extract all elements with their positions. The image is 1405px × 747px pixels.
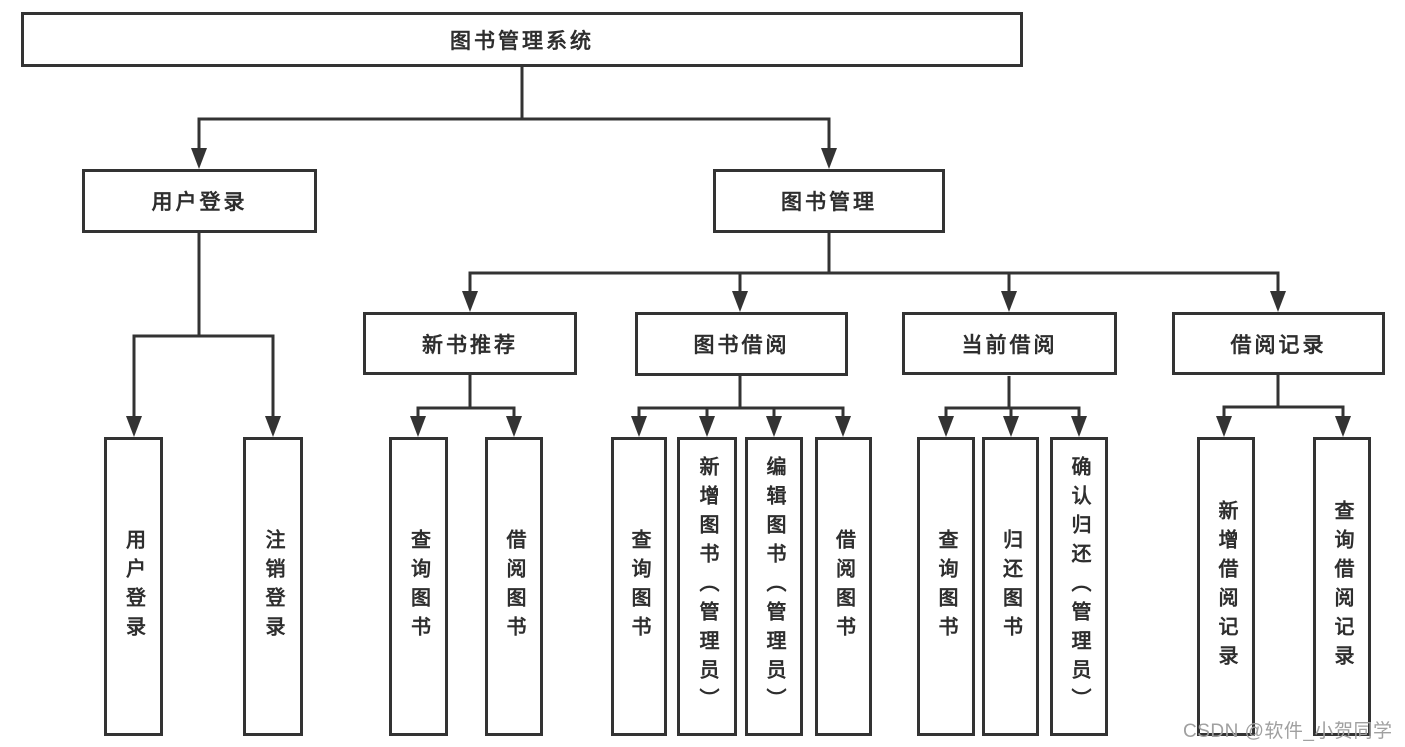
leaf-query-books-current: 查询图书 (917, 437, 975, 736)
leaf-query-borrow-record: 查询借阅记录 (1313, 437, 1371, 736)
node-book-borrowing: 图书借阅 (635, 312, 848, 376)
node-library-management-system: 图书管理系统 (21, 12, 1023, 67)
leaf-return-books: 归还图书 (982, 437, 1039, 736)
leaf-add-books-admin: 新增图书（管理员） (677, 437, 737, 736)
leaf-add-borrow-record: 新增借阅记录 (1197, 437, 1255, 736)
node-label: 新书推荐 (422, 333, 518, 357)
node-label: 查询图书 (935, 528, 957, 645)
leaf-borrow-books: 借阅图书 (815, 437, 872, 736)
node-label: 借阅图书 (503, 528, 525, 645)
node-label: 注销登录 (262, 528, 284, 645)
node-label: 查询图书 (628, 528, 650, 645)
node-label: 当前借阅 (961, 333, 1058, 357)
node-label: 查询图书 (407, 528, 430, 645)
node-label: 查询借阅记录 (1331, 499, 1353, 674)
csdn-watermark: CSDN @软件_小贺同学 (1183, 721, 1393, 742)
leaf-confirm-return-admin: 确认归还（管理员） (1050, 437, 1108, 736)
node-label: 借阅记录 (1230, 333, 1327, 357)
node-label: 借阅图书 (832, 528, 855, 645)
node-user-login: 用户登录 (82, 169, 317, 233)
leaf-borrow-books-recommend: 借阅图书 (485, 437, 543, 736)
node-book-management: 图书管理 (713, 169, 945, 233)
node-borrow-records: 借阅记录 (1172, 312, 1385, 375)
node-label: 图书管理系统 (450, 29, 594, 53)
node-label: 图书管理 (781, 191, 877, 214)
leaf-edit-books-admin: 编辑图书（管理员） (745, 437, 803, 736)
node-label: 归还图书 (999, 528, 1022, 645)
node-new-book-recommendation: 新书推荐 (363, 312, 577, 375)
node-label: 新增借阅记录 (1215, 499, 1237, 674)
leaf-query-books-borrowing: 查询图书 (611, 437, 667, 736)
node-label: 编辑图书（管理员） (763, 456, 785, 717)
node-label: 用户登录 (122, 528, 145, 645)
node-current-borrowing: 当前借阅 (902, 312, 1117, 375)
node-label: 确认归还（管理员） (1068, 456, 1090, 717)
node-label: 新增图书（管理员） (696, 456, 718, 717)
leaf-logout: 注销登录 (243, 437, 303, 736)
node-label: 用户登录 (151, 191, 248, 214)
node-label: 图书借阅 (693, 334, 790, 357)
leaf-query-books-recommend: 查询图书 (389, 437, 448, 736)
leaf-user-login: 用户登录 (104, 437, 163, 736)
